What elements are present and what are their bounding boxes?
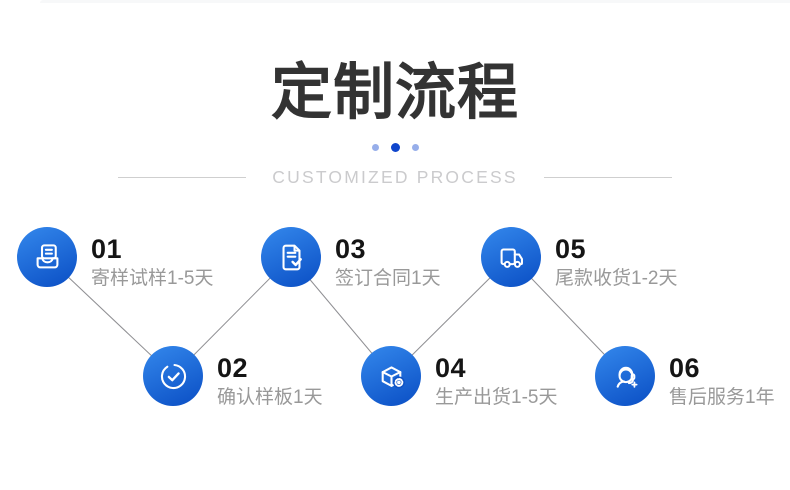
step-label: 签订合同1天	[335, 268, 441, 289]
step-3-text: 03 签订合同1天	[335, 234, 441, 289]
step-number: 01	[91, 234, 123, 264]
page-subtitle: CUSTOMIZED PROCESS	[272, 167, 518, 187]
process-step-5: 05 尾款收货1-2天	[481, 227, 677, 288]
subtitle-row: CUSTOMIZED PROCESS	[0, 167, 790, 187]
delivery-truck-icon	[500, 247, 523, 268]
accent-dot	[371, 144, 379, 151]
sample-inbox-icon	[36, 243, 58, 268]
subtitle-rule-left	[118, 177, 247, 179]
step-2-circle	[143, 346, 203, 406]
step-5-text: 05 尾款收货1-2天	[555, 234, 678, 289]
process-step-6: 06 售后服务1年	[595, 346, 775, 407]
step-number: 05	[555, 234, 587, 264]
step-1-text: 01 寄样试样1-5天	[91, 234, 214, 289]
step-4-text: 04 生产出货1-5天	[435, 353, 558, 408]
step-label: 售后服务1年	[669, 387, 775, 408]
step-label: 尾款收货1-2天	[555, 268, 678, 289]
step-label: 确认样板1天	[217, 387, 323, 408]
step-6-circle	[595, 346, 655, 406]
step-4-circle	[361, 346, 421, 406]
step-5-circle	[481, 227, 541, 287]
accent-dot	[390, 143, 400, 152]
page-title: 定制流程	[270, 58, 519, 126]
step-number: 02	[217, 353, 249, 383]
process-step-4: 04 生产出货1-5天	[361, 346, 557, 407]
production-box-gear-icon	[381, 365, 405, 388]
step-3-circle	[261, 227, 321, 287]
process-step-1: 01 寄样试样1-5天	[17, 227, 213, 288]
accent-dots	[0, 143, 790, 152]
step-number: 06	[669, 353, 701, 383]
contract-document-check-icon	[281, 244, 302, 270]
process-step-3: 03 签订合同1天	[261, 227, 441, 288]
step-6-text: 06 售后服务1年	[669, 353, 775, 408]
step-label: 生产出货1-5天	[435, 387, 558, 408]
subtitle-rule-right	[543, 177, 672, 179]
step-label: 寄样试样1-5天	[91, 268, 214, 289]
after-sales-headset-icon	[616, 366, 638, 388]
section-divider	[40, 0, 790, 3]
step-number: 03	[335, 234, 367, 264]
accent-dot	[411, 144, 419, 151]
step-number: 04	[435, 353, 467, 383]
process-step-2: 02 确认样板1天	[143, 346, 323, 407]
step-1-circle	[17, 227, 77, 287]
step-2-text: 02 确认样板1天	[217, 353, 323, 408]
confirm-check-circle-icon	[160, 363, 186, 389]
